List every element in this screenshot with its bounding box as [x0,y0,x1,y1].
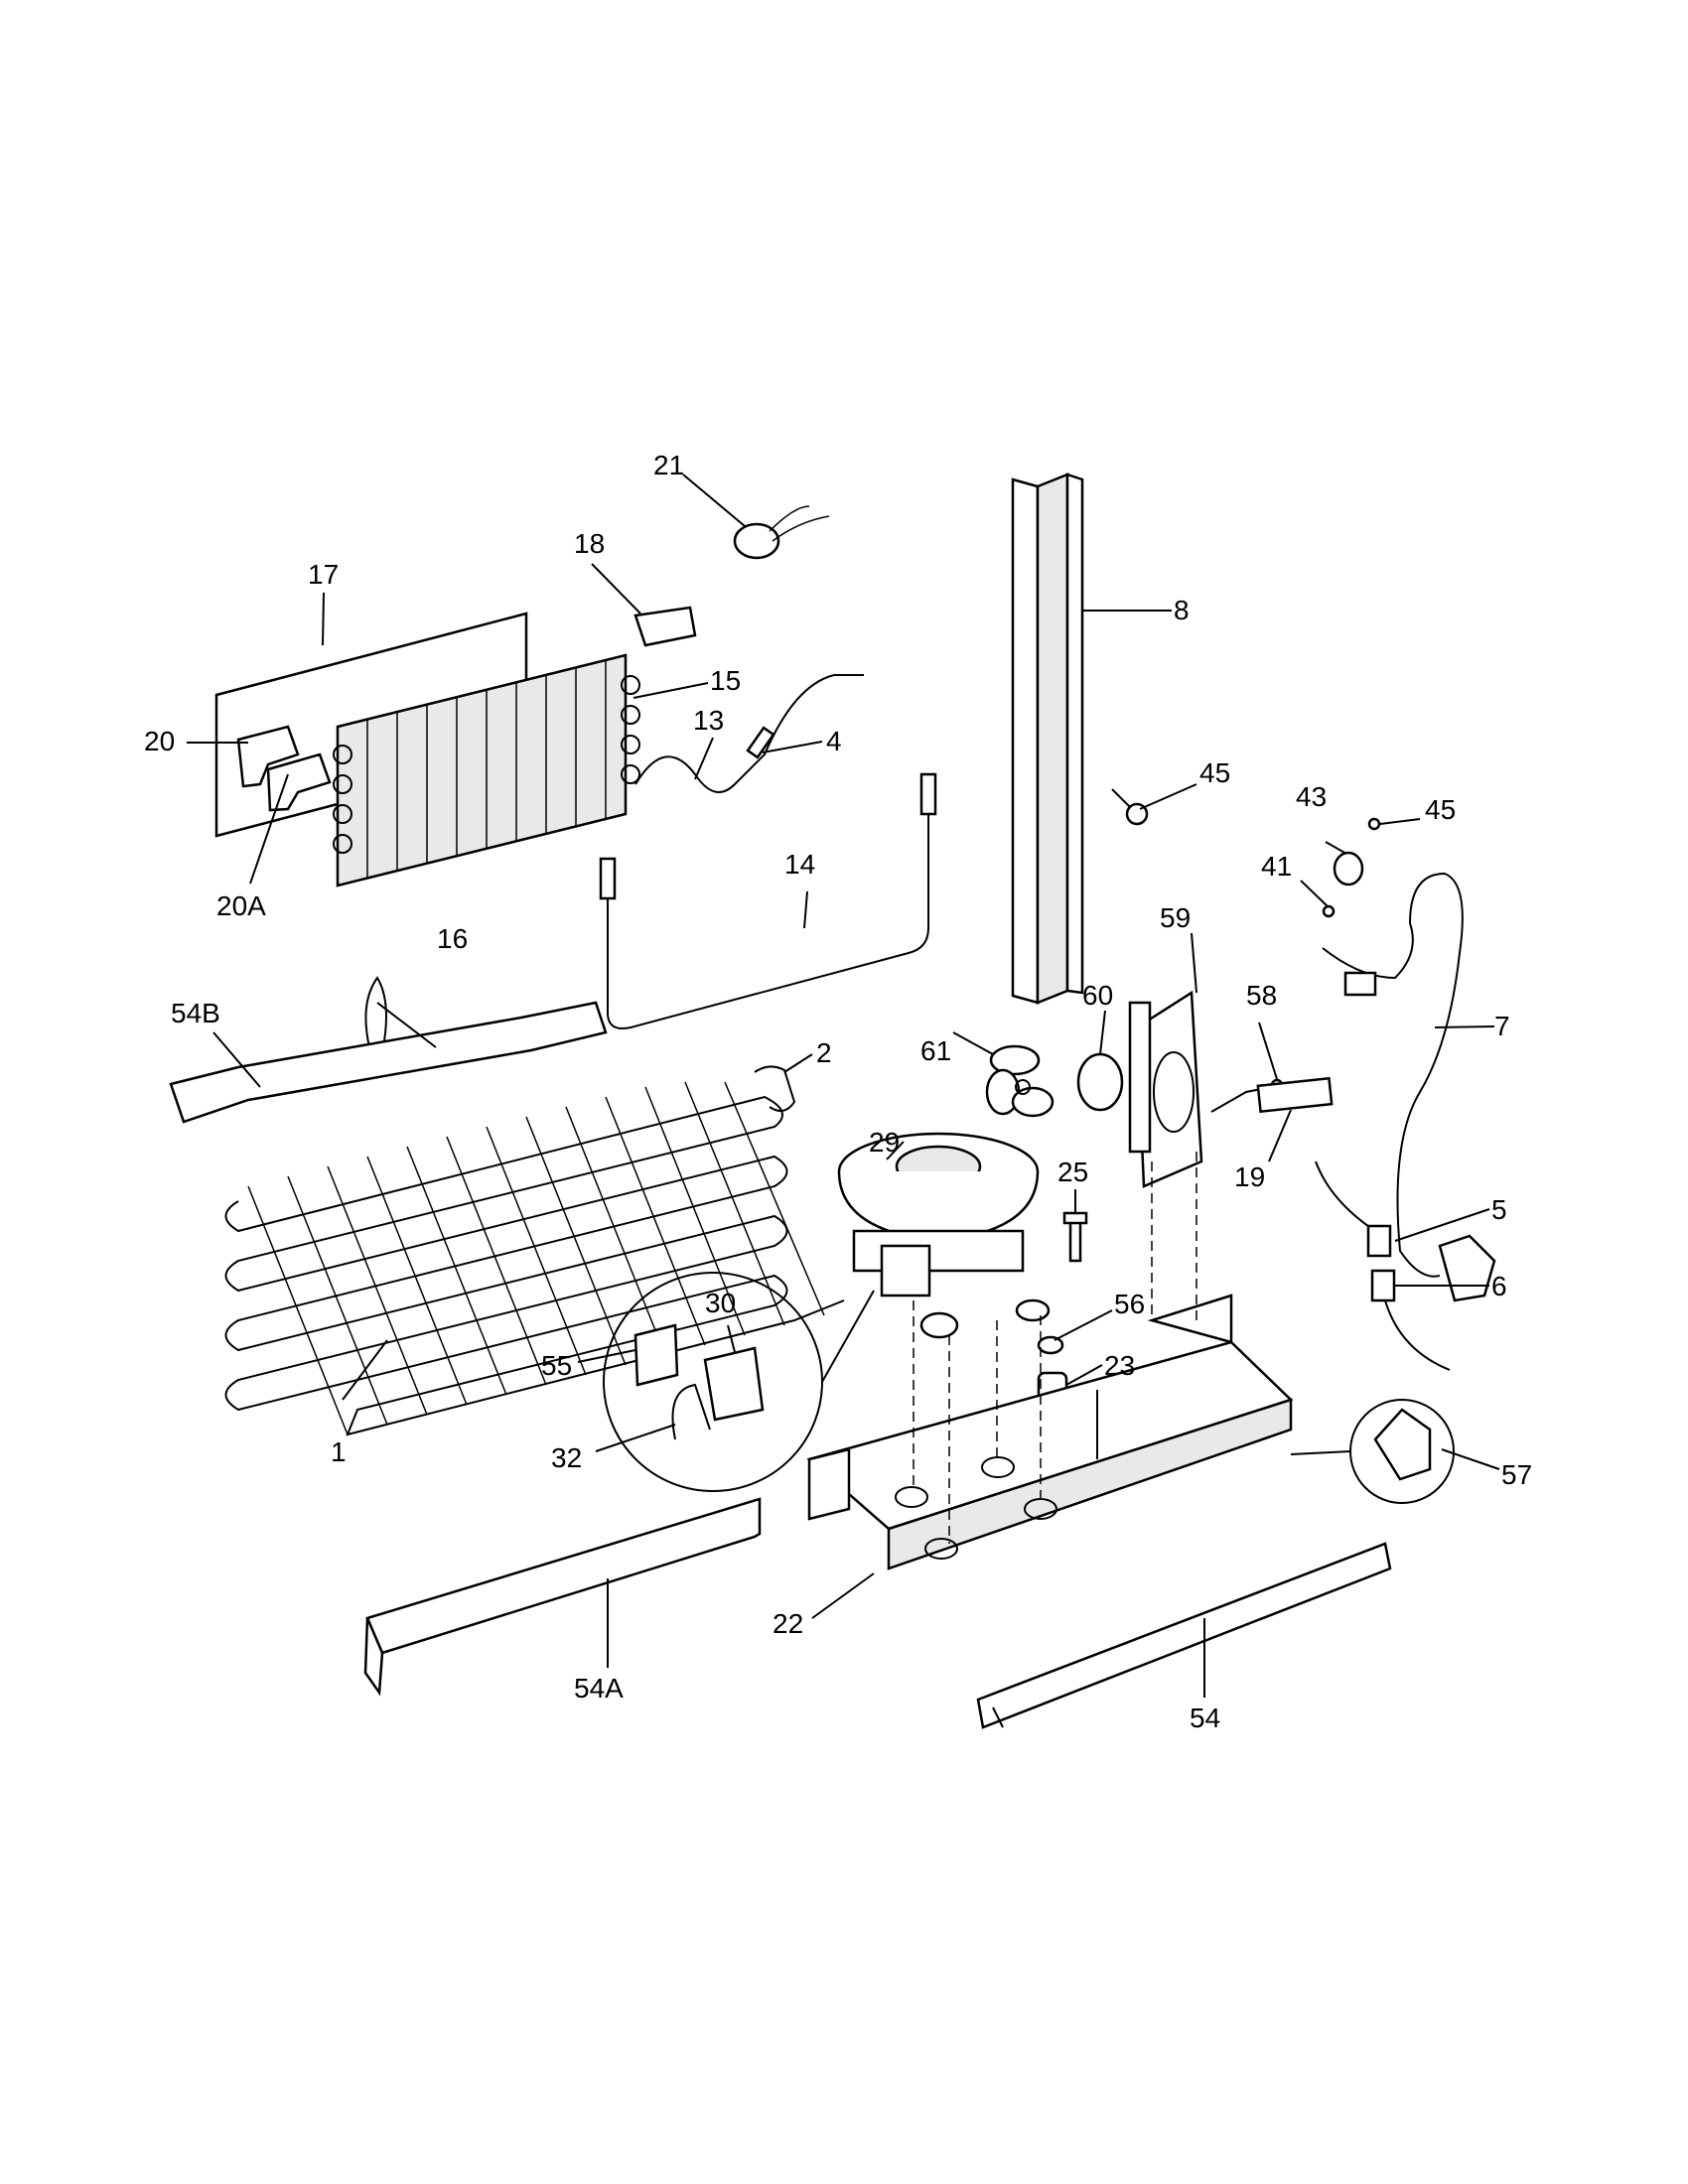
part-21-thermostat [733,505,830,560]
callout-32: 32 [551,1442,582,1473]
callout-54: 54 [1190,1703,1220,1733]
part-56-washer [1037,1335,1064,1355]
part-45-screw-small [1367,817,1381,831]
callout-4: 4 [826,726,842,756]
callout-1: 1 [331,1436,347,1467]
callout-45: 45 [1199,757,1230,788]
part-54-rail [976,1542,1392,1729]
part-6-connector [1370,1269,1451,1371]
leader-lines [187,474,1500,1698]
part-14-tubing-loop [599,772,937,1029]
part-1-wire-condenser [224,1081,845,1436]
callout-56: 56 [1114,1289,1145,1319]
callout-5: 5 [1491,1194,1507,1225]
detail-circle-57 [1290,1399,1455,1504]
callout-43: 43 [1296,781,1327,812]
part-45-screw [1111,788,1149,826]
callout-15: 15 [710,665,741,696]
part-13-tube [634,674,864,793]
part-5-connector [1315,1160,1392,1258]
callout-18: 18 [574,528,605,559]
callout-57: 57 [1501,1459,1532,1490]
callout-20: 20 [144,726,175,756]
callout-17: 17 [308,559,339,590]
part-20a-bracket [266,752,332,812]
callout-61: 61 [920,1035,951,1066]
callout-6: 6 [1491,1271,1507,1301]
callout-19: 19 [1234,1161,1265,1192]
part-25-bolt [1062,1211,1088,1263]
callout-20a: 20A [216,890,266,921]
part-18-clip [633,606,697,647]
callout-59: 59 [1160,902,1191,933]
part-16-clip [364,976,387,1053]
callout-54a: 54A [574,1673,624,1704]
part-54b-rail [169,1001,608,1124]
part-41-screw [1322,904,1336,918]
part-2-clip [754,1065,796,1112]
callout-2: 2 [816,1037,832,1068]
detail-circle-electrical [603,1272,875,1492]
callout-labels: 21 18 17 8 15 13 4 20 20A 14 45 43 45 41… [144,450,1532,1733]
part-43-relay-cap [1333,851,1364,887]
callout-21: 21 [653,450,684,480]
part-20-bracket [236,725,300,788]
callout-58: 58 [1246,980,1277,1011]
part-15-condenser-coil [333,653,640,887]
part-bracket-strip [1128,1001,1152,1154]
callout-29: 29 [869,1127,900,1158]
callout-41: 41 [1261,851,1292,882]
part-8-channel [1011,473,1084,1005]
part-4-drier [746,726,775,759]
callout-8: 8 [1174,595,1190,625]
part-22-base-pan [806,1294,1294,1570]
part-54a-rail [363,1497,762,1697]
alignment-lines [913,1152,1197,1544]
callout-14: 14 [784,849,815,880]
part-7-power-cord [1322,872,1496,1302]
callout-45-b: 45 [1425,794,1456,825]
callout-54b: 54B [171,998,220,1028]
part-61-fan-blade [985,1044,1055,1118]
part-60-fan-motor [1076,1052,1124,1112]
callout-55: 55 [541,1350,572,1381]
callout-23: 23 [1104,1350,1135,1381]
callout-22: 22 [773,1608,803,1639]
part-19-tube [1256,1076,1334,1114]
part-29-compressor [837,1132,1051,1339]
callout-25: 25 [1057,1157,1088,1187]
callout-7: 7 [1494,1011,1510,1041]
callout-13: 13 [693,705,724,736]
callout-30: 30 [705,1288,736,1318]
callout-16: 16 [437,923,468,954]
callout-60: 60 [1082,980,1113,1011]
